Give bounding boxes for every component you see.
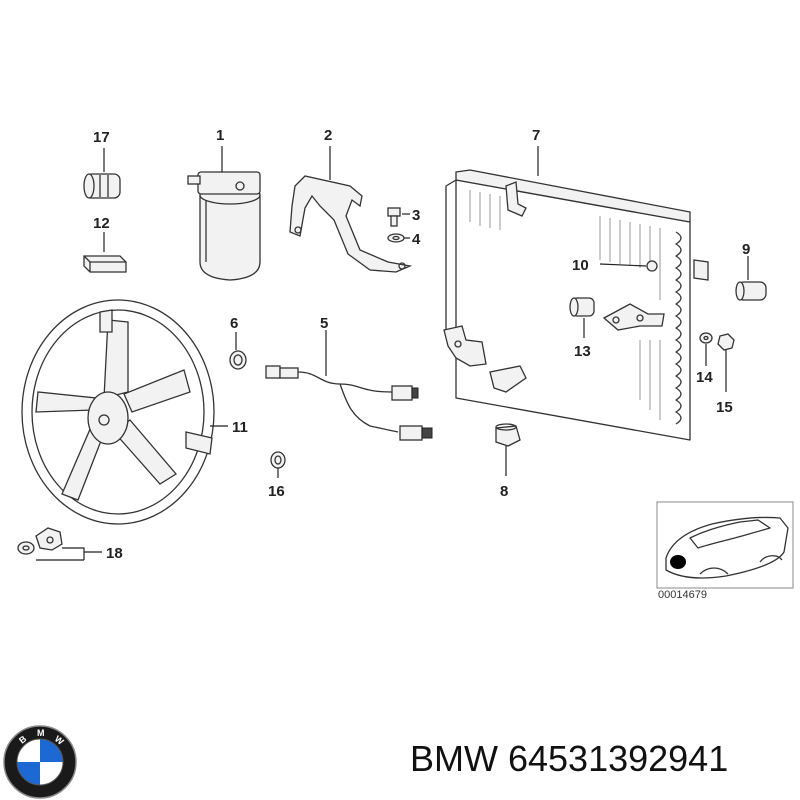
condenser-fins [469, 190, 661, 420]
part-1-receiver-dryer [187, 171, 261, 281]
callout-10: 10 [572, 257, 589, 274]
vehicle-locator-inset: 00014679 [656, 501, 794, 601]
part-9-rubber-mount [693, 259, 767, 301]
inset-reference-code: 00014679 [658, 589, 707, 601]
part-14-washer [699, 332, 713, 344]
bmw-logo: B M W [3, 725, 77, 799]
part-11-auxiliary-fan [21, 299, 215, 525]
part-6-o-ring [229, 350, 247, 370]
callout-1: 1 [216, 127, 224, 144]
part-4-washer [387, 233, 405, 243]
callout-17: 17 [93, 129, 110, 146]
part-7-condenser [443, 169, 691, 441]
part-3-bolt [387, 207, 401, 227]
callout-6: 6 [230, 315, 238, 332]
part-17-cap [83, 173, 121, 199]
callout-12: 12 [93, 215, 110, 232]
part-12-block [83, 255, 127, 273]
callout-4: 4 [412, 231, 421, 248]
callout-14: 14 [696, 369, 713, 386]
callout-5: 5 [320, 315, 328, 332]
callout-7: 7 [532, 127, 540, 144]
callout-15: 15 [716, 399, 733, 416]
part-15-nut [717, 333, 735, 351]
part-number-label: BMW 64531392941 [410, 738, 729, 779]
svg-text:M: M [37, 728, 45, 738]
svg-text:B: B [17, 733, 29, 745]
part-18-clip-set [17, 527, 63, 555]
condenser-coil-loops [675, 231, 682, 425]
callout-11: 11 [232, 419, 248, 436]
location-marker [670, 555, 686, 569]
part-13-grommet [569, 297, 665, 331]
callout-9: 9 [742, 241, 750, 258]
callout-3: 3 [412, 207, 420, 224]
part-2-bracket [289, 175, 413, 273]
callout-2: 2 [324, 127, 332, 144]
part-16-o-ring [270, 451, 286, 469]
callout-16: 16 [268, 483, 285, 500]
part-10-stud [646, 260, 658, 272]
callout-18: 18 [106, 545, 123, 562]
callout-8: 8 [500, 483, 508, 500]
part-8-rubber-buffer [495, 423, 521, 447]
callout-13: 13 [574, 343, 591, 360]
part-5-pressure-switch-harness [265, 365, 433, 441]
